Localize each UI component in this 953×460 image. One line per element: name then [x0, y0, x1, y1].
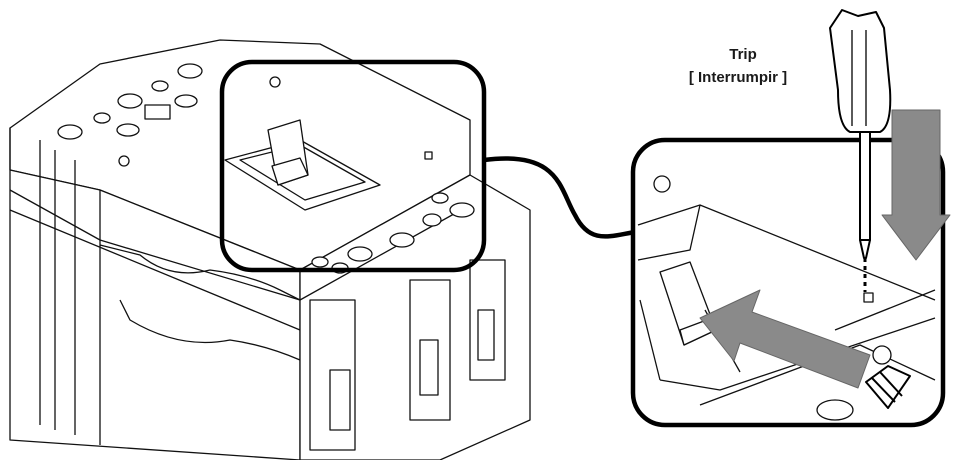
circuit-breaker-icon: [9, 39, 531, 460]
down-arrow-icon: [881, 109, 951, 261]
trip-label-line1: Trip: [729, 46, 757, 63]
trip-label-line2: [ Interrumpir ]: [688, 69, 788, 86]
tool-tip-icon: [865, 365, 911, 409]
screwdriver-icon: [829, 9, 892, 292]
diagonal-arrow-icon: [699, 289, 871, 389]
highlight-frame: [219, 59, 487, 273]
connector-line: [483, 156, 636, 239]
